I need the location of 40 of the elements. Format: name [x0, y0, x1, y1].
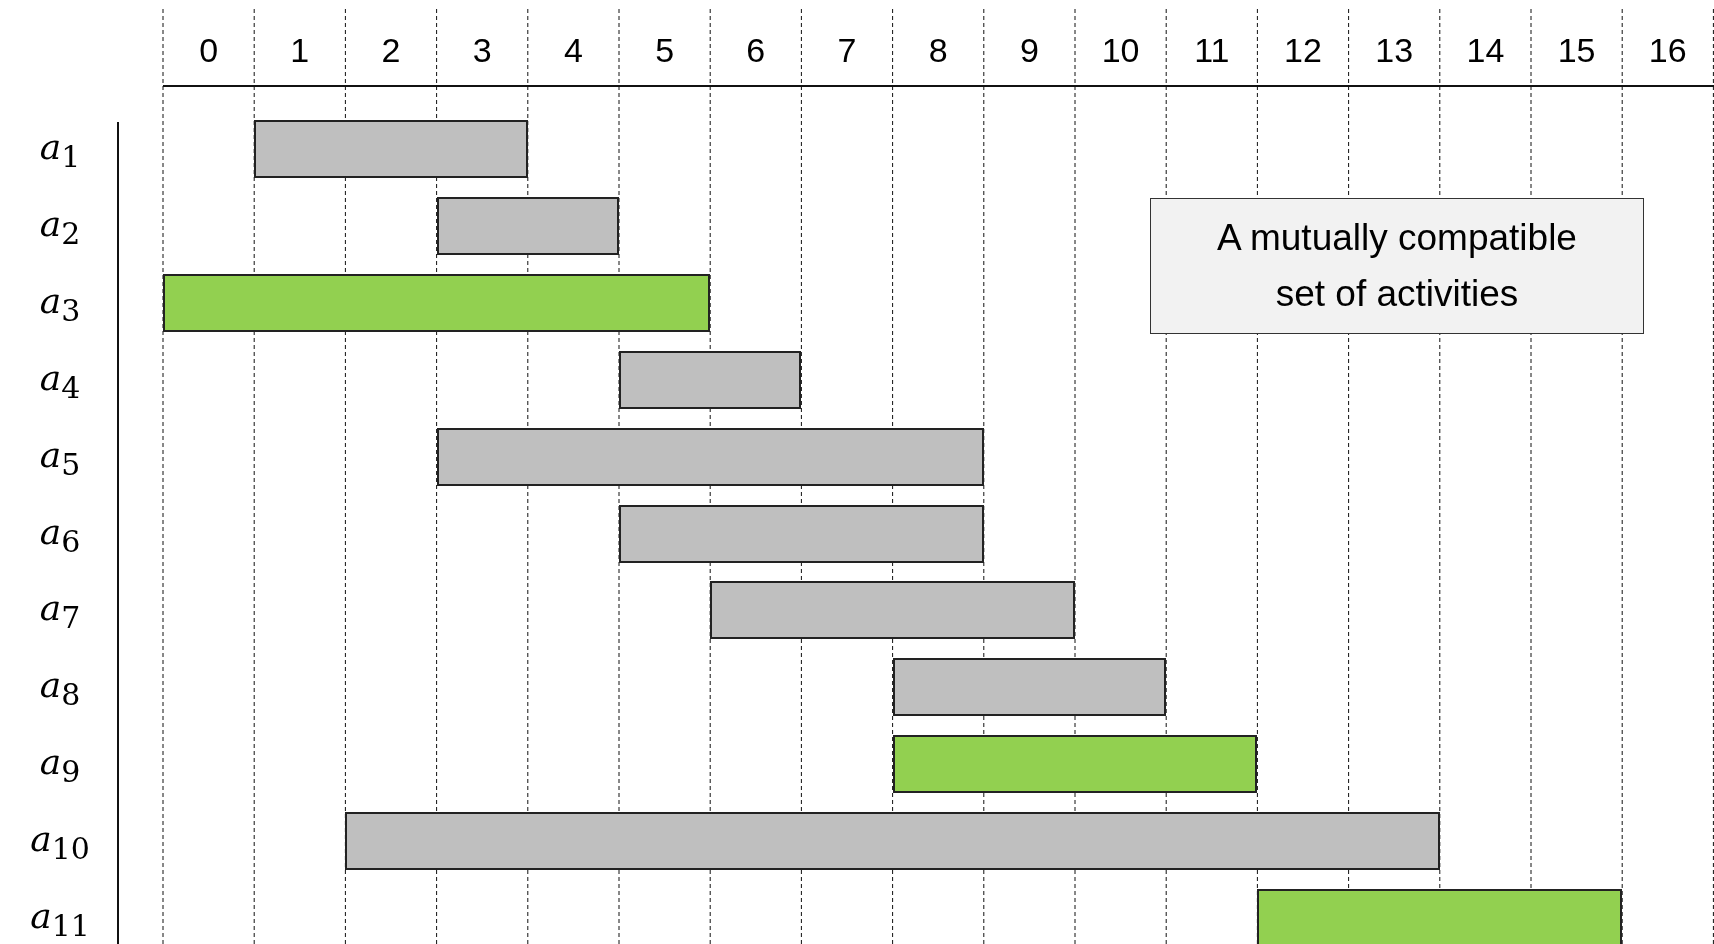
activity-label: a$_{8}$ [38, 663, 82, 715]
tick-label: 7 [836, 30, 858, 70]
activity-label: a$_{11}$ [29, 894, 91, 944]
activity-label: a$_{5}$ [38, 432, 82, 484]
activity-label: a$_{9}$ [38, 740, 82, 792]
activity-bar [892, 658, 1167, 717]
tick-label: 13 [1374, 30, 1415, 70]
activity-label: a$_{7}$ [38, 586, 82, 638]
note-box: A mutually compatible set of activities [1150, 198, 1644, 334]
tick-label: 15 [1556, 30, 1597, 70]
activity-bar [436, 196, 619, 255]
activity-label: a$_{4}$ [38, 355, 82, 407]
tick-label: 10 [1100, 30, 1141, 70]
selected-activity-bar [163, 273, 711, 332]
selected-activity-bar [892, 735, 1258, 794]
tick-label: 9 [1018, 30, 1040, 70]
tick-label: 5 [654, 30, 676, 70]
activity-label: a$_{10}$ [29, 817, 91, 869]
tick-label: 6 [745, 30, 767, 70]
selected-activity-bar [1257, 889, 1623, 944]
activity-bar [619, 350, 802, 409]
activity-bar [436, 427, 984, 486]
tick-label: 8 [927, 30, 949, 70]
activity-label: a$_{3}$ [38, 278, 82, 330]
tick-label: 14 [1465, 30, 1506, 70]
tick-label: 12 [1283, 30, 1323, 70]
tick-label: 1 [289, 30, 311, 70]
activity-label: a$_{1}$ [38, 125, 82, 177]
tick-label: 11 [1193, 30, 1231, 70]
tick-label: 0 [198, 30, 220, 70]
tick-label: 4 [562, 30, 584, 70]
activity-bar [710, 581, 1075, 640]
activity-bar [345, 812, 1440, 871]
activity-bar [254, 120, 528, 178]
tick-label: 16 [1647, 30, 1688, 70]
tick-label: 2 [380, 30, 402, 70]
activity-label: a$_{6}$ [38, 509, 82, 561]
tick-label: 3 [471, 30, 493, 70]
activity-label: a$_{2}$ [38, 201, 82, 254]
activity-bar [619, 504, 984, 563]
